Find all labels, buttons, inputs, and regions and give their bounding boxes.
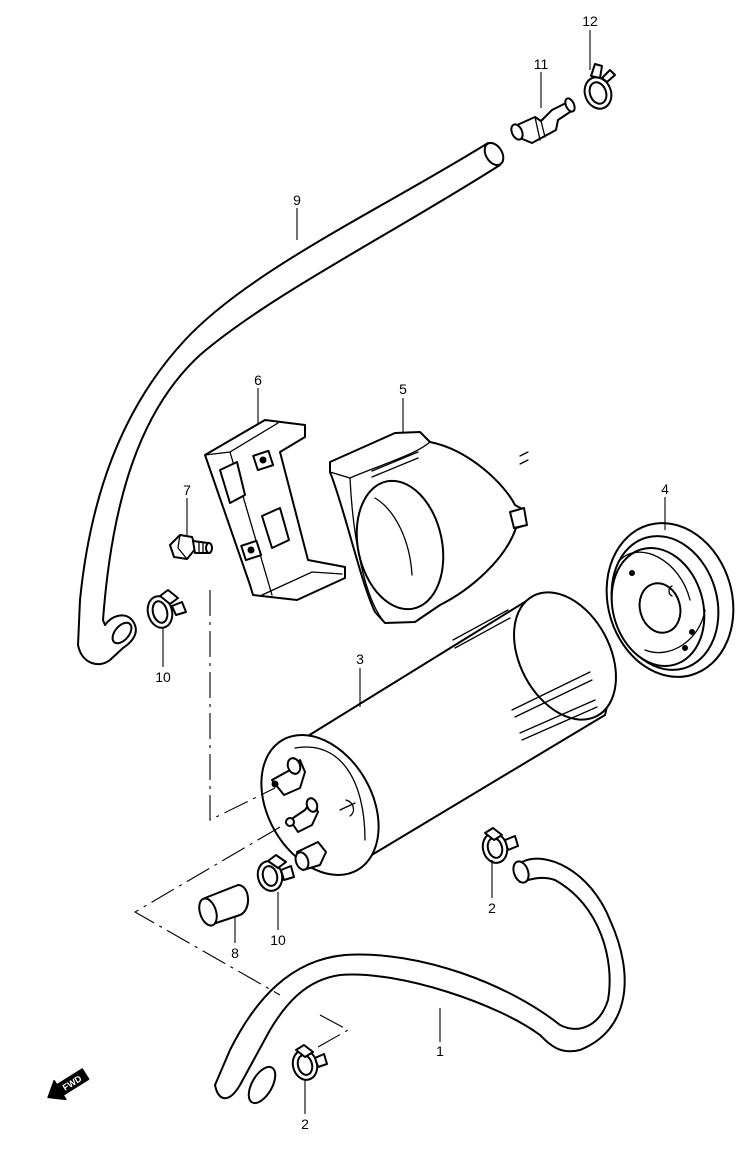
callout-12: 12 xyxy=(582,13,598,29)
callout-7: 7 xyxy=(183,482,191,498)
callout-8: 8 xyxy=(231,945,239,961)
cap-8 xyxy=(198,884,249,927)
callout-4: 4 xyxy=(661,481,669,497)
hose-1 xyxy=(214,857,626,1105)
clamp-10-lower xyxy=(256,854,295,892)
callout-5: 5 xyxy=(399,381,407,397)
holder-5 xyxy=(329,431,529,624)
callout-numbers: 12 11 9 6 5 7 4 10 3 2 10 8 1 2 xyxy=(155,13,669,1132)
cap-4 xyxy=(605,522,735,678)
leader-lines xyxy=(162,30,666,1114)
callout-2-upper: 2 xyxy=(488,900,496,916)
clamp-10-upper xyxy=(146,589,187,629)
callout-2-lower: 2 xyxy=(301,1116,309,1132)
bolt-7 xyxy=(169,534,213,560)
callout-10-upper: 10 xyxy=(155,669,171,685)
callout-3: 3 xyxy=(356,651,364,667)
callout-1: 1 xyxy=(436,1043,444,1059)
bracket-6 xyxy=(204,419,346,601)
clamp-12 xyxy=(583,63,616,110)
assembly-lines xyxy=(133,590,350,1048)
callout-6: 6 xyxy=(254,372,262,388)
hose-9 xyxy=(77,141,505,666)
clamp-2-lower xyxy=(291,1044,328,1081)
callout-10-lower: 10 xyxy=(270,932,286,948)
fuel-pump-3 xyxy=(260,591,617,876)
callout-9: 9 xyxy=(293,192,301,208)
fitting-11 xyxy=(510,97,576,144)
fwd-arrow-icon: FWD xyxy=(47,1068,90,1101)
clamp-2-upper xyxy=(481,827,519,864)
callout-11: 11 xyxy=(534,56,549,72)
